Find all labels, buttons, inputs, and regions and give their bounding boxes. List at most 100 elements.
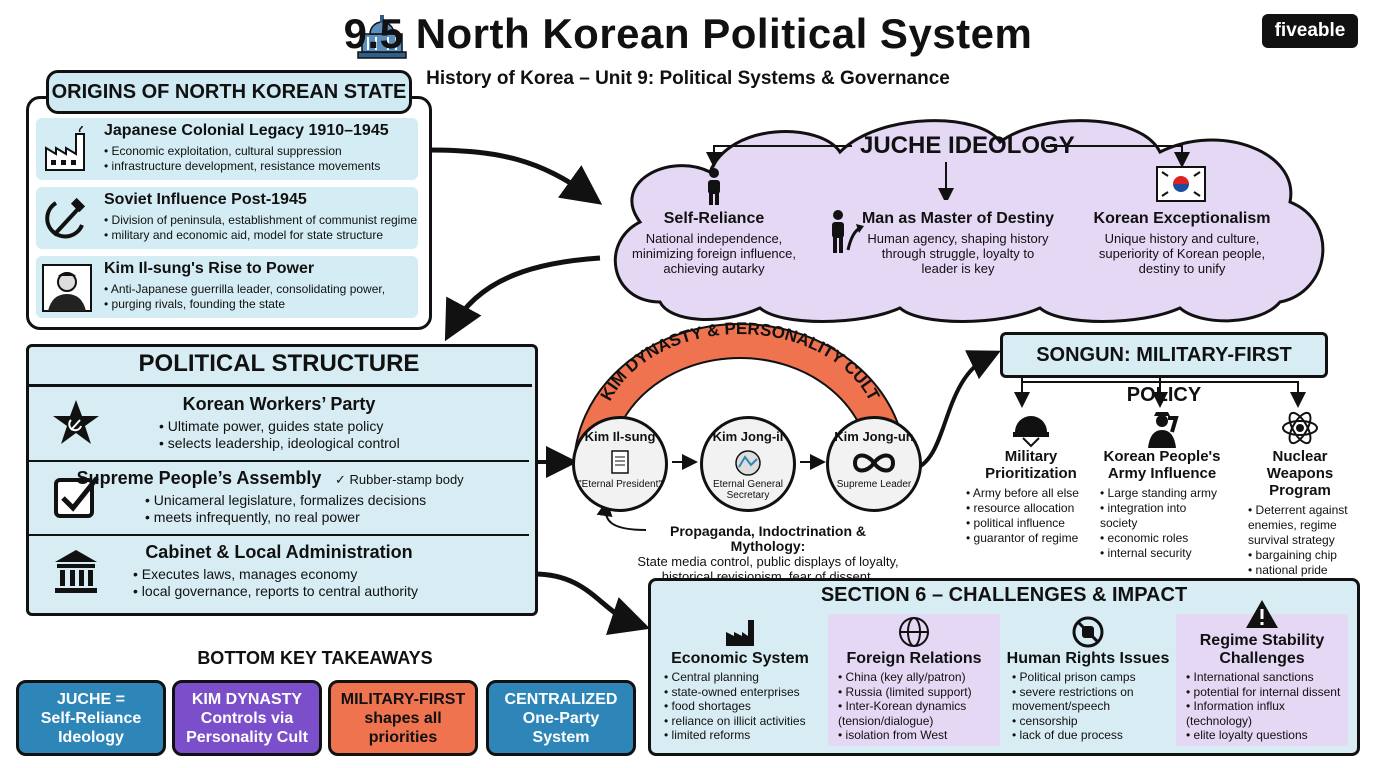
bullet: Russia (limited support) (838, 685, 1000, 700)
bullet: resource allocation (966, 501, 1096, 516)
songun-col-military-prioritization: Military Prioritization Army before all … (966, 408, 1096, 546)
challenge-economic: Economic System Central planningstate-ow… (654, 614, 826, 746)
challenge-foreign: Foreign Relations China (key ally/patron… (828, 614, 1000, 746)
hammer-sickle-icon (45, 197, 86, 239)
desc-line: minimizing foreign influence, (631, 246, 797, 261)
origin-item-soviet: Soviet Influence Post-1945 Division of p… (36, 187, 418, 249)
propaganda-note: Propaganda, Indoctrination & Mythology: … (636, 523, 900, 585)
challenge-title: Foreign Relations (846, 650, 982, 667)
capitol-building-icon (357, 15, 407, 59)
bullet: food shortages (664, 699, 806, 714)
propaganda-title: Propaganda, Indoctrination & Mythology: (669, 523, 866, 554)
juche-col-title: Self-Reliance (663, 210, 765, 227)
juche-col-title: Man as Master of Destiny (861, 210, 1055, 227)
political-heading: POLITICAL STRUCTURE (26, 344, 532, 387)
challenge-title: Human Rights Issues (1006, 650, 1170, 667)
songun-col-title: Nuclear Weapons Program (1266, 448, 1334, 499)
challenge-title: Regime Stability Challenges (1199, 632, 1325, 667)
bullet: Central planning (664, 670, 806, 685)
juche-heading: JUCHE IDEOLOGY (860, 132, 1075, 159)
songun-col-nuclear: Nuclear Weapons Program Deterrent agains… (1238, 408, 1362, 578)
leader-name: Kim Il-sung (584, 429, 656, 444)
bullet: Economic exploitation, cultural suppress… (104, 144, 380, 159)
bullet: elite loyalty questions (1186, 728, 1348, 743)
juche-col-title: Korean Exceptionalism (1093, 210, 1271, 227)
bullet: bargaining chip (1248, 548, 1362, 563)
infinity-icon (852, 453, 896, 473)
bullet: state-owned enterprises (664, 685, 806, 700)
brand-logo: fiveable (1262, 14, 1358, 48)
bullet: Executes laws, manages economy (133, 566, 418, 583)
juche-col-exceptionalism: Korean Exceptionalism Unique history and… (1082, 210, 1282, 276)
flag-icon (1156, 166, 1206, 202)
takeaway-text: CENTRALIZED One-Party System (504, 690, 618, 746)
leader-kim-jong-un: Kim Jong-un Supreme Leader (826, 416, 922, 512)
takeaways-heading: BOTTOM KEY TAKEAWAYS (197, 648, 433, 668)
desc-line: Unique history and culture, (1104, 231, 1260, 246)
challenge-human-rights: Human Rights Issues Political prison cam… (1002, 614, 1174, 746)
bullet: Inter-Korean dynamics (tension/dialogue) (838, 699, 1000, 728)
bullet: political influence (966, 516, 1096, 531)
bullet: infrastructure development, resistance m… (104, 159, 381, 174)
divider (29, 460, 529, 462)
takeaway-text: MILITARY-FIRST shapes all priorities (340, 690, 466, 746)
leader-role: Supreme Leader (836, 479, 912, 490)
emblem-icon (735, 450, 761, 476)
warning-icon (1246, 600, 1278, 628)
takeaway-text: JUCHE = Self-Reliance Ideology (40, 690, 142, 746)
bullet: Unicameral legislature, formalizes decis… (145, 492, 426, 509)
bullet: local governance, reports to central aut… (133, 583, 418, 600)
songun-heading: SONGUN: MILITARY-FIRST POLICY (1000, 332, 1328, 406)
challenge-regime-stability: Regime Stability Challenges Internationa… (1176, 600, 1348, 746)
challenge-title: Economic System (671, 650, 809, 667)
juche-col-self-reliance: Self-Reliance National independence,mini… (614, 210, 814, 276)
bullet: reliance on illicit activities (664, 714, 806, 729)
leader-kim-jong-il: Kim Jong-il Eternal General Secretary (700, 416, 796, 512)
bullet: Army before all else (966, 486, 1096, 501)
bullet: military and economic aid, model for sta… (104, 228, 417, 243)
government-building-icon (55, 550, 97, 593)
ps-row-title-text: Supreme People’s Assembly (76, 468, 322, 488)
factory-icon (726, 620, 754, 646)
leader-role: "Eternal President" (578, 479, 662, 490)
rubber-stamp-note: ✓ Rubber-stamp body (335, 472, 464, 487)
ps-row-title: Supreme People’s Assembly (0, 468, 449, 489)
ps-row-cabinet: Cabinet & Local Administration Executes … (29, 536, 529, 608)
bullet: Division of peninsula, establishment of … (104, 213, 417, 228)
juche-branch-arrows (706, 145, 1190, 200)
ps-row-assembly: Supreme People’s Assembly ✓ Rubber-stamp… (29, 462, 529, 534)
desc-line: destiny to unify (1138, 261, 1226, 276)
soldier-salute-icon (1148, 412, 1179, 448)
bullet: national pride (1248, 563, 1362, 578)
origin-title: Soviet Influence Post-1945 (104, 191, 307, 208)
songun-col-title: Military Prioritization (985, 448, 1077, 482)
leader-role: Eternal General Secretary (712, 479, 784, 501)
dynasty-arc: KIM DYNASTY & PERSONALITY CULT (572, 319, 908, 469)
bullet: Information influx (technology) (1186, 699, 1348, 728)
checkbox-icon (54, 476, 99, 518)
origins-heading: ORIGINS OF NORTH KOREAN STATE (46, 70, 412, 114)
helmet-icon (1013, 416, 1049, 448)
bullet: purging rivals, founding the state (104, 297, 385, 312)
bullet: integration into society (1100, 501, 1224, 531)
takeaway-juche: JUCHE = Self-Reliance Ideology (16, 680, 166, 756)
page-title: 9.5 North Korean Political System (343, 10, 1033, 57)
party-star-icon (53, 400, 99, 444)
leader-name: Kim Jong-un (834, 429, 914, 444)
atom-icon (1282, 411, 1318, 445)
leader-kim-il-sung: Kim Il-sung "Eternal President" (572, 416, 668, 512)
prohibited-hand-icon (1072, 616, 1104, 648)
factory-icon (45, 126, 85, 171)
bullet: lack of due process (1012, 728, 1174, 743)
ps-row-workers-party: Korean Workers’ Party Ultimate power, gu… (29, 388, 529, 460)
rising-person-icon (832, 210, 864, 253)
ps-row-title: Korean Workers’ Party (182, 394, 376, 414)
desc-line: through struggle, loyalty to (881, 246, 1035, 261)
bullet: Anti-Japanese guerrilla leader, consolid… (104, 282, 385, 297)
desc-line: superiority of Korean people, (1098, 246, 1266, 261)
bullet: guarantor of regime (966, 531, 1096, 546)
origin-title: Japanese Colonial Legacy 1910–1945 (104, 122, 389, 139)
takeaway-military-first: MILITARY-FIRST shapes all priorities (328, 680, 478, 756)
desc-line: Human agency, shaping history (867, 231, 1049, 246)
origin-item-kim-rise: Kim Il-sung's Rise to Power Anti-Japanes… (36, 256, 418, 318)
